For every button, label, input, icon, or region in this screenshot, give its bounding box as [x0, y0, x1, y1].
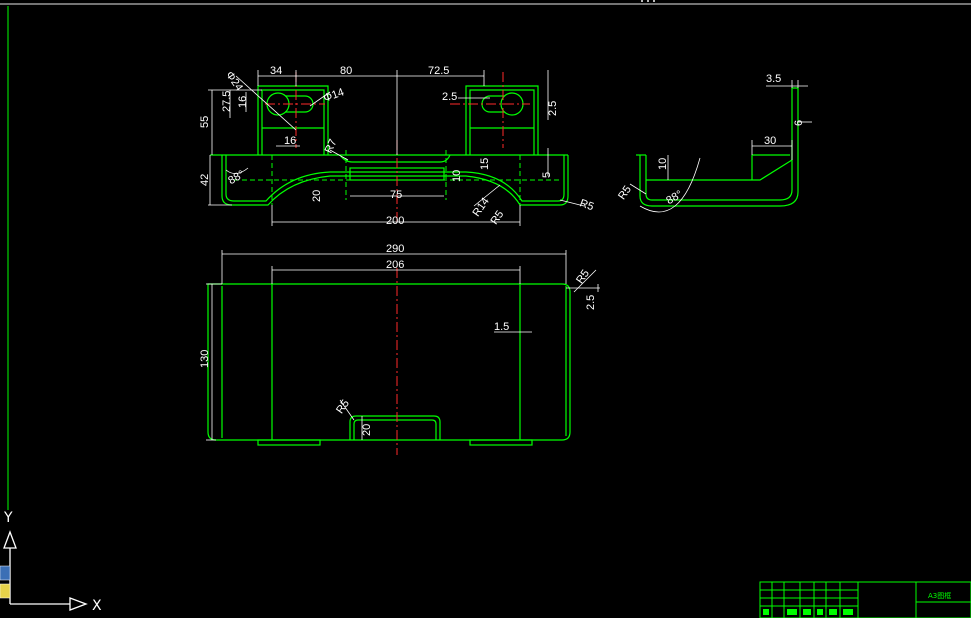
side-dim-3-5: 3.5: [766, 73, 781, 85]
side-angle-arc: [639, 157, 701, 213]
dim-27-5: 27.5: [221, 91, 233, 112]
title-block-title: A3图框: [928, 591, 951, 600]
left-toolbar-fragment[interactable]: [0, 565, 11, 599]
title-block: [759, 581, 971, 618]
top-dim-20: 20: [361, 424, 373, 436]
top-view: 290 206 R5 2.5 1.5 130 R5 20: [199, 243, 600, 455]
top-dim-290: 290: [386, 243, 404, 255]
dim-20-front: 20: [311, 190, 323, 202]
side-dim-30: 30: [764, 135, 776, 147]
side-dim-10: 10: [657, 158, 669, 170]
front-view: Φ24 34 80 72.5 Φ14 27.5 16 55 16 R7 2.5 …: [199, 65, 595, 227]
dim-2-5-right: 2.5: [547, 101, 559, 116]
dim-5: 5: [541, 172, 553, 178]
side-view-dimension-lines: [629, 80, 812, 195]
dim-r5-front-b: R5: [578, 197, 595, 213]
side-view-outline: [636, 87, 799, 207]
front-view-dimension-lines: [208, 70, 585, 226]
dim-10-front: 10: [451, 170, 463, 182]
dim-80: 80: [340, 65, 352, 77]
dim-34: 34: [270, 65, 282, 77]
front-view-outline: [210, 85, 569, 206]
top-view-outline: [207, 283, 571, 446]
top-view-dimension-lines: [206, 250, 600, 441]
dim-r7: R7: [323, 137, 340, 155]
dim-16-bottom: 16: [284, 135, 296, 147]
side-view: 3.5 6 30 10 R5 88°: [616, 73, 812, 213]
top-dim-1-5: 1.5: [494, 321, 509, 333]
top-dim-2-5: 2.5: [585, 295, 597, 310]
side-dim-6: 6: [793, 120, 805, 126]
dim-55: 55: [199, 116, 211, 128]
dim-2-5-left: 2.5: [442, 91, 457, 103]
dim-16-left: 16: [237, 96, 249, 108]
dim-15: 15: [479, 158, 491, 170]
ucs-y-label: Y: [3, 510, 13, 526]
window-top-dots: [641, 0, 655, 2]
dim-72-5: 72.5: [428, 65, 449, 77]
dim-200: 200: [386, 215, 404, 227]
ucs-x-label: X: [92, 598, 102, 614]
top-dim-206: 206: [386, 259, 404, 271]
title-block-cell-marks: [763, 609, 853, 615]
dim-42: 42: [199, 174, 211, 186]
front-angle-arc: [225, 167, 249, 174]
dim-75: 75: [390, 189, 402, 201]
top-dim-130: 130: [199, 350, 211, 368]
